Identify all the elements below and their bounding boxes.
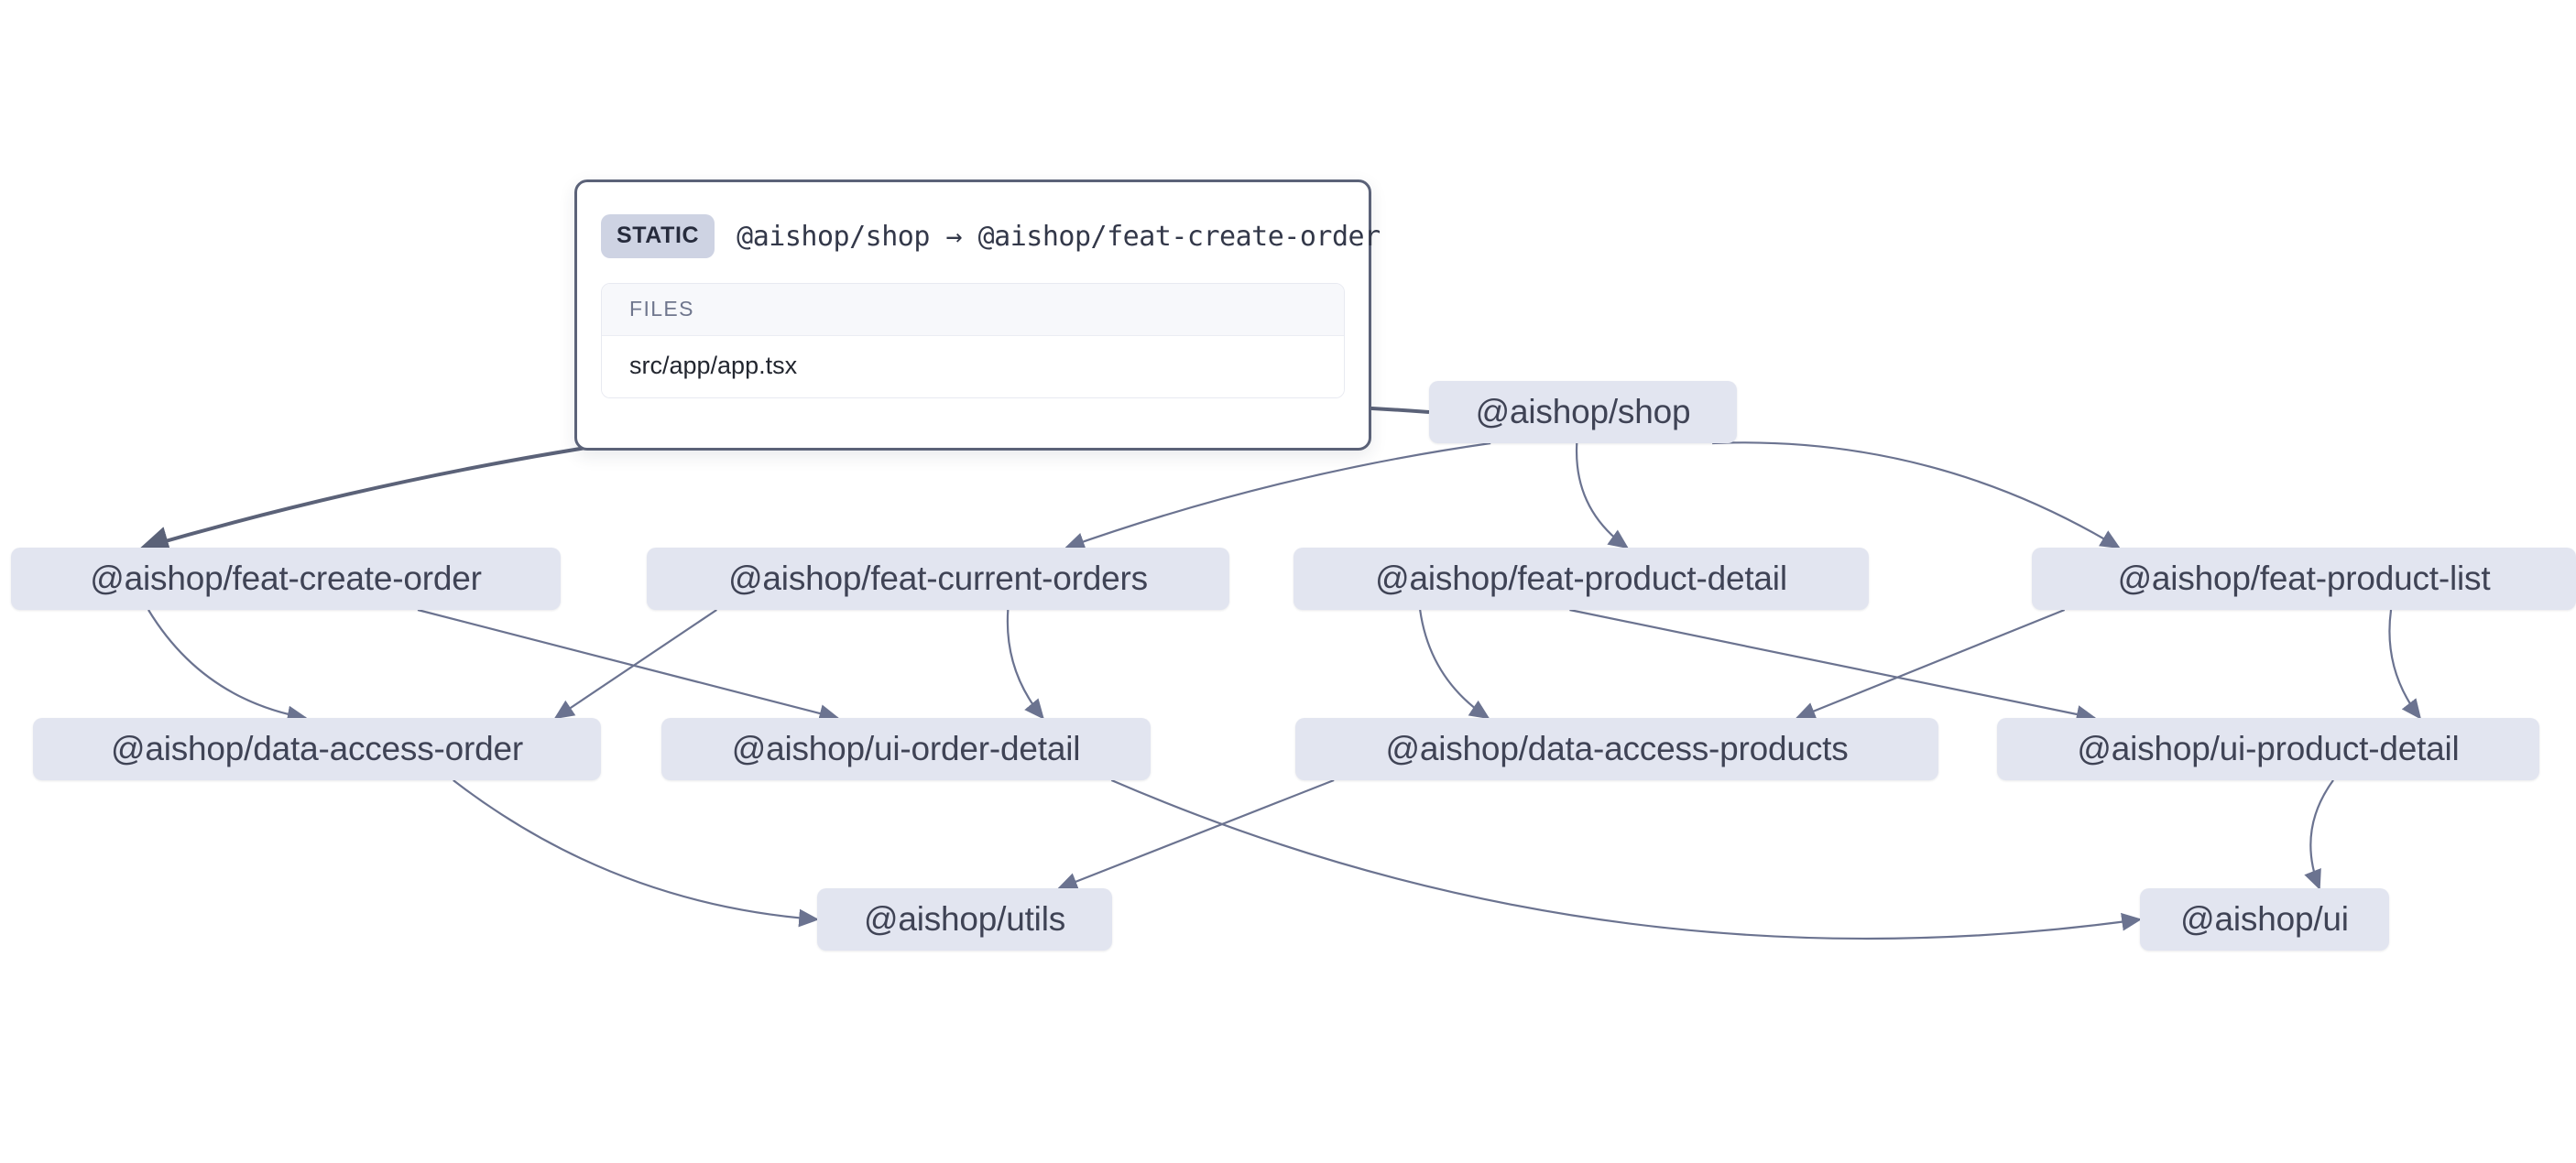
edge-title: @aishop/shop → @aishop/feat-create-order [737,220,1381,253]
graph-edge[interactable] [1712,441,2121,549]
graph-edge[interactable] [1056,778,1335,890]
graph-node-label: @aishop/feat-product-list [2117,560,2491,597]
graph-node-label: @aishop/feat-current-orders [728,560,1148,597]
graph-node-feat-product-list[interactable]: @aishop/feat-product-list [2032,548,2576,610]
graph-node-feat-product-detail[interactable]: @aishop/feat-product-detail [1293,548,1869,610]
detail-card-header: STATIC @aishop/shop → @aishop/feat-creat… [601,204,1381,268]
graph-node-label: @aishop/shop [1475,393,1691,430]
graph-edge[interactable] [1110,778,2143,940]
graph-edge[interactable] [417,608,840,723]
graph-edge[interactable] [453,779,820,928]
files-header: FILES [602,284,1344,336]
graph-node-label: @aishop/ui-product-detail [2077,730,2460,767]
graph-node-label: @aishop/feat-create-order [90,560,482,597]
file-row[interactable]: src/app/app.tsx [602,336,1344,397]
files-list: src/app/app.tsx [602,336,1344,397]
graph-edge[interactable] [1569,608,2097,723]
graph-edge[interactable] [2388,609,2422,720]
graph-node-ui-order-detail[interactable]: @aishop/ui-order-detail [661,718,1151,780]
graph-edge[interactable] [1419,609,1490,720]
edge-detail-card[interactable]: STATIC @aishop/shop → @aishop/feat-creat… [574,179,1381,451]
graph-node-label: @aishop/data-access-order [110,730,524,767]
graph-node-feat-create-order[interactable]: @aishop/feat-create-order [11,548,561,610]
graph-node-label: @aishop/utils [863,900,1066,938]
graph-node-label: @aishop/ui-order-detail [731,730,1081,767]
graph-edge[interactable] [147,609,308,724]
graph-node-data-access-order[interactable]: @aishop/data-access-order [33,718,601,780]
graph-edge[interactable] [2304,779,2334,891]
graph-edge[interactable] [1575,442,1630,549]
graph-edge[interactable] [1064,441,1491,550]
graph-edge[interactable] [553,609,717,720]
static-badge: STATIC [601,214,715,258]
graph-edge[interactable] [1795,608,2066,720]
graph-node-data-access-products[interactable]: @aishop/data-access-products [1295,718,1938,780]
graph-node-ui-product-detail[interactable]: @aishop/ui-product-detail [1997,718,2539,780]
graph-node-feat-current-orders[interactable]: @aishop/feat-current-orders [647,548,1229,610]
graph-node-label: @aishop/ui [2180,900,2349,938]
files-panel: FILES src/app/app.tsx [601,283,1345,398]
graph-edge[interactable] [1006,609,1044,720]
graph-node-utils[interactable]: @aishop/utils [817,888,1112,951]
graph-node-label: @aishop/feat-product-detail [1375,560,1787,597]
graph-node-label: @aishop/data-access-products [1385,730,1849,767]
graph-node-ui[interactable]: @aishop/ui [2140,888,2389,951]
graph-node-shop[interactable]: @aishop/shop [1429,381,1737,443]
